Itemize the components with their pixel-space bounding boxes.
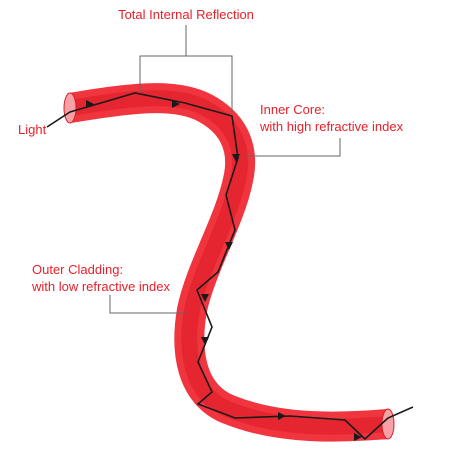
arrowhead-icon [172,100,180,108]
cladding-label-line1: Outer Cladding: [32,262,123,277]
core-label-line2: with high refractive index [259,119,404,134]
light-ray [46,92,414,441]
ray-arrowheads [86,100,362,441]
tir-bracket [139,55,233,112]
arrowhead-icon [201,294,209,302]
fiber-end-left [63,92,77,124]
light-label: Light [18,122,47,137]
arrowhead-icon [86,100,94,108]
arrowhead-icon [225,242,233,250]
arrowhead-icon [354,433,362,441]
leader-lines [109,25,341,314]
fiber-end-right [381,408,395,440]
fiber-core [68,90,389,435]
arrowhead-icon [232,154,240,162]
cladding-label-line2: with low refractive index [31,279,170,294]
arrowhead-icon [201,337,209,345]
arrowhead-icon [278,412,286,420]
tir-label: Total Internal Reflection [118,7,254,22]
core-leader [246,138,341,157]
cladding-leader [109,295,186,314]
core-label-line1: Inner Core: [260,102,325,117]
